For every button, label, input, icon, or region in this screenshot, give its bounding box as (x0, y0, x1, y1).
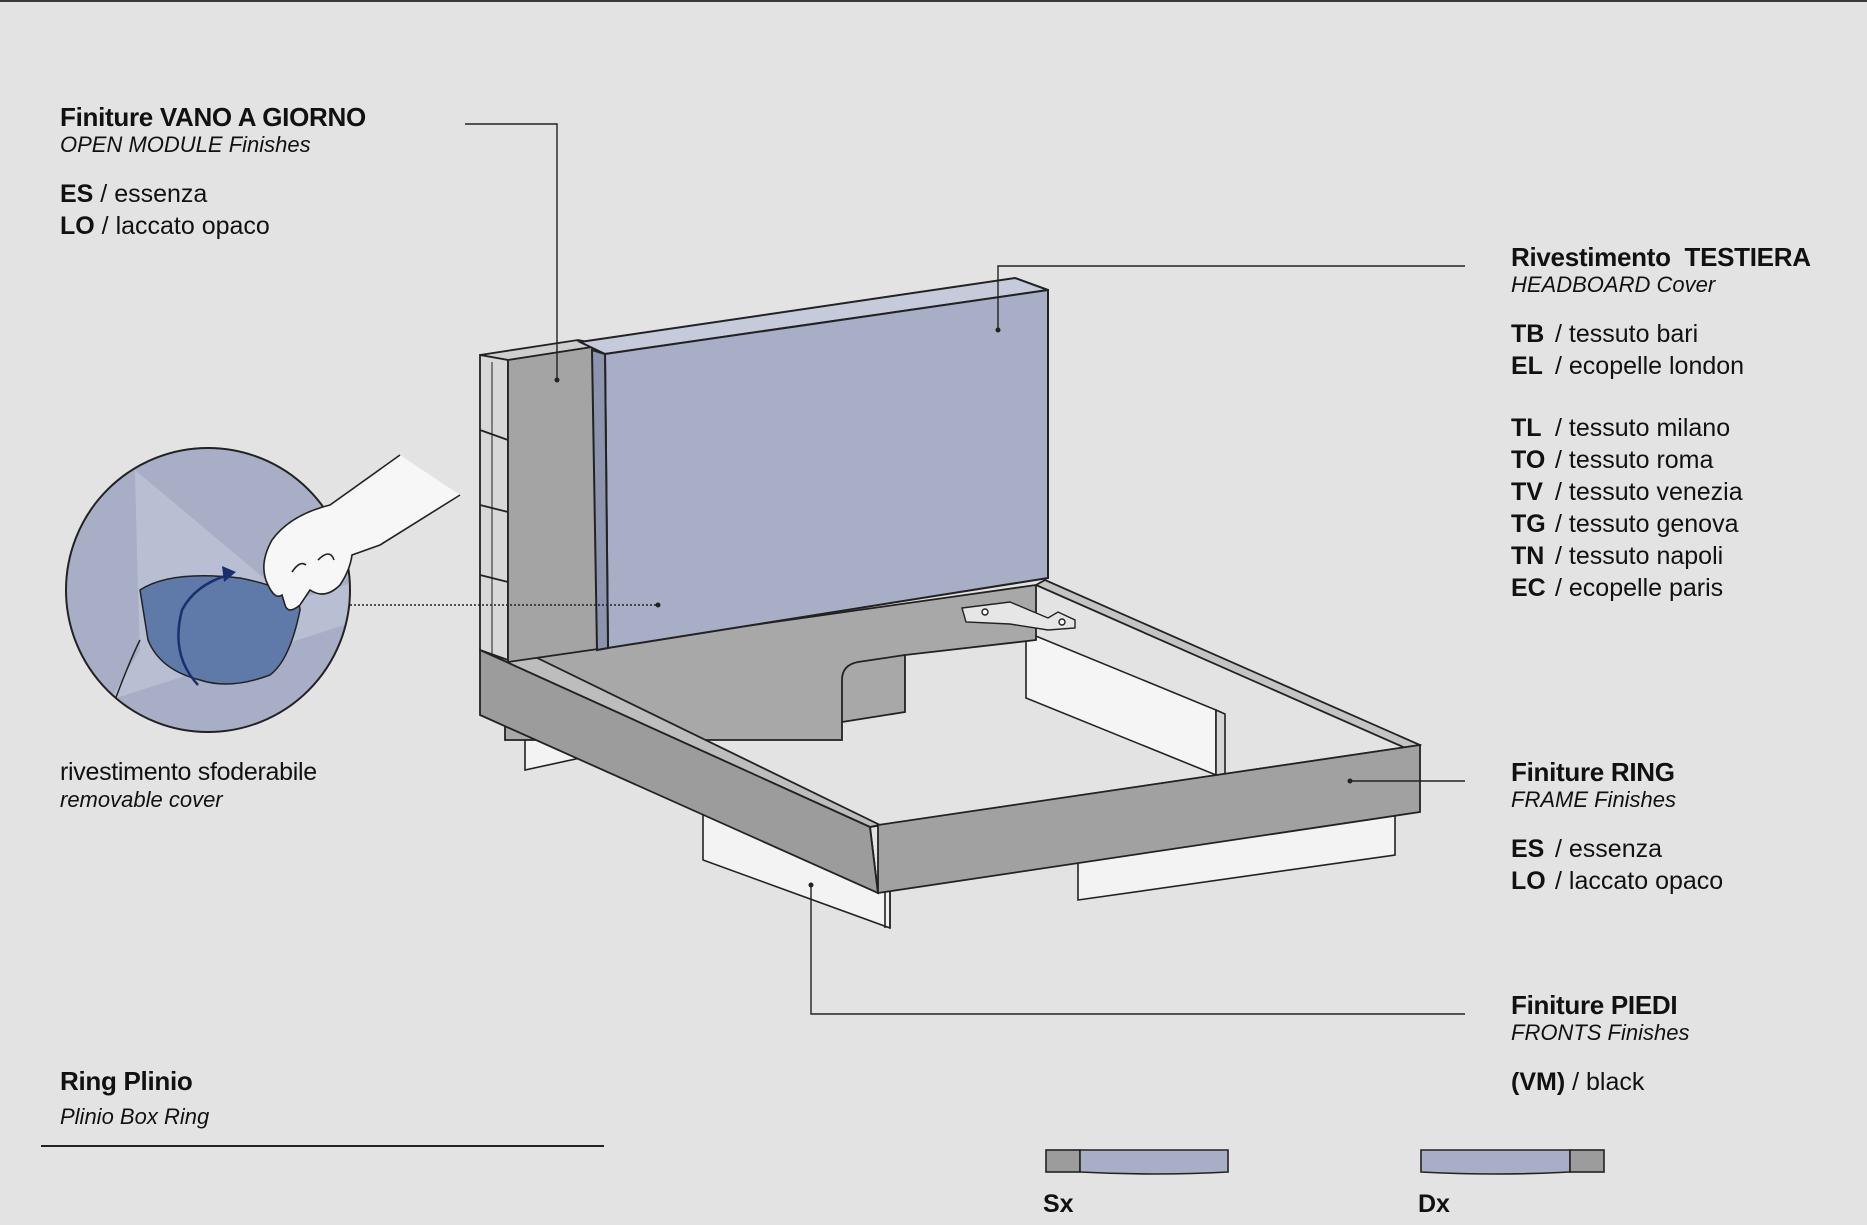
feet-option: (VM) / black (1511, 1068, 1645, 1096)
headboard-option: EL/ ecopelle london (1511, 352, 1745, 380)
removable-cover-title: rivestimento sfoderabile (60, 758, 317, 786)
feet-subtitle: FRONTS Finishes (1511, 1020, 1690, 1045)
headboard-subtitle: HEADBOARD Cover (1511, 272, 1716, 297)
frame-title: Finiture RING (1511, 757, 1675, 787)
leader-open-module (465, 123, 558, 380)
frame-option: ES/ essenza (1511, 835, 1663, 863)
frame-front-rail (877, 743, 1421, 895)
feet-title: Finiture PIEDI (1511, 990, 1678, 1020)
product-caption: Ring Plinio Plinio Box Ring (60, 1066, 209, 1130)
headboard-option: EC/ ecopelle paris (1511, 574, 1724, 602)
headboard-option: TO/ tessuto roma (1511, 446, 1714, 474)
variant-dx (1420, 1149, 1605, 1175)
open-module-finishes: Finiture VANO A GIORNO OPEN MODULE Finis… (60, 102, 366, 242)
open-module-option: ES / essenza (60, 180, 208, 208)
frame-rails (479, 578, 1423, 895)
variant-sx (1045, 1149, 1229, 1175)
product-subtitle: Plinio Box Ring (60, 1104, 210, 1129)
arrow-icon (177, 573, 229, 686)
headboard-option: TV/ tessuto venezia (1511, 478, 1743, 506)
top-border (0, 0, 1867, 2)
slat-right (1025, 630, 1217, 777)
feet-finishes: Finiture PIEDI FRONTS Finishes (VM) / bl… (1511, 990, 1689, 1098)
headboard-cover: Rivestimento TESTIERA HEADBOARD Cover TB… (1511, 242, 1811, 604)
variant-sx-label: Sx (1043, 1190, 1074, 1218)
headboard-title: Rivestimento TESTIERA (1511, 242, 1811, 272)
product-name: Ring Plinio (60, 1066, 193, 1096)
leader-feet (810, 885, 1465, 1015)
open-module-option: LO / laccato opaco (60, 212, 270, 240)
frame-subtitle: FRAME Finishes (1511, 787, 1677, 812)
headboard (576, 276, 1049, 652)
divider (41, 1145, 604, 1147)
cover-detail-circle (65, 447, 351, 733)
removable-cover-subtitle: removable cover (60, 787, 223, 812)
leader-lines (350, 123, 1465, 1015)
frame-option: LO/ laccato opaco (1511, 867, 1724, 895)
open-module-title: Finiture VANO A GIORNO (60, 102, 366, 132)
hand-icon (263, 454, 461, 611)
removable-cover-caption: rivestimento sfoderabile removable cover (60, 757, 317, 813)
headboard-option: TN/ tessuto napoli (1511, 542, 1724, 570)
cover-flap (139, 574, 301, 685)
variant-dx-label: Dx (1418, 1190, 1450, 1218)
open-module-subtitle: OPEN MODULE Finishes (60, 132, 311, 157)
headboard-option: TL/ tessuto milano (1511, 414, 1731, 442)
headboard-option: TB/ tessuto bari (1511, 320, 1699, 348)
open-module (479, 339, 606, 664)
leader-headboard (997, 265, 1465, 330)
headboard-option: TG/ tessuto genova (1511, 510, 1739, 538)
bracket-icon (961, 601, 1076, 631)
frame-finishes: Finiture RING FRAME Finishes ES/ essenza… (1511, 757, 1723, 897)
